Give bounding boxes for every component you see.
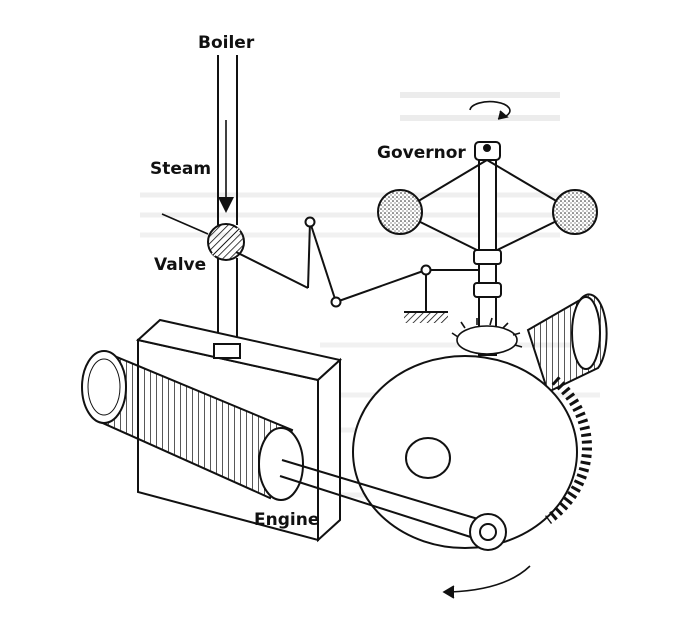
flywheel (279, 355, 592, 551)
boiler-label: Boiler (198, 33, 255, 53)
valve-linkage (235, 216, 488, 312)
valve (161, 213, 245, 261)
circular-arrow-icon (469, 100, 511, 120)
steam-pipe (217, 55, 238, 345)
pinion-gear (451, 317, 523, 355)
driveshaft (526, 293, 608, 394)
valve-label: Valve (154, 255, 206, 275)
engine-cylinder (81, 350, 304, 501)
governor (377, 141, 598, 356)
steam-label: Steam (150, 159, 211, 179)
curved-arrow-icon (442, 565, 531, 599)
governor-label: Governor (377, 143, 466, 163)
engine-label: Engine (254, 510, 319, 530)
hatched-ground-icon (404, 311, 448, 323)
